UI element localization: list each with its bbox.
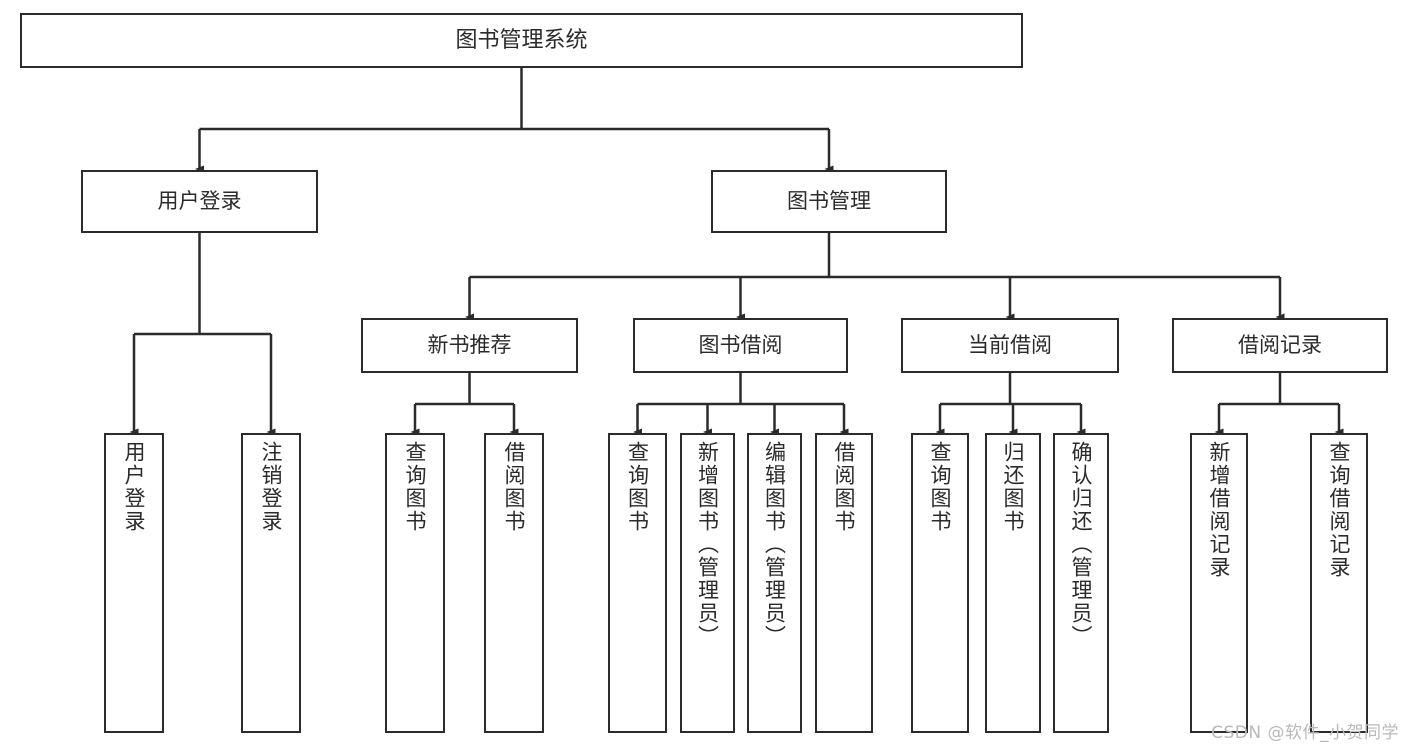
node-l-bw-borrow[interactable]: 借阅图书 bbox=[815, 433, 873, 733]
node-l-cb-confirm[interactable]: 确认归还（管理员） bbox=[1053, 433, 1109, 733]
node-l-user-login[interactable]: 用户登录 bbox=[104, 433, 164, 733]
node-records[interactable]: 借阅记录 bbox=[1172, 318, 1388, 373]
node-label: 查询图书 bbox=[928, 441, 953, 533]
node-root[interactable]: 图书管理系统 bbox=[20, 13, 1023, 68]
node-label: 确认归还（管理员） bbox=[1069, 441, 1094, 648]
node-label: 借阅记录 bbox=[1238, 333, 1322, 358]
node-label: 编辑图书（管理员） bbox=[762, 441, 787, 648]
node-bookmgmt[interactable]: 图书管理 bbox=[711, 170, 947, 233]
node-label: 当前借阅 bbox=[968, 333, 1052, 358]
node-newrec[interactable]: 新书推荐 bbox=[361, 318, 578, 373]
node-label: 新增借阅记录 bbox=[1207, 441, 1232, 579]
edge-group bbox=[129, 68, 1344, 436]
node-l-bw-edit[interactable]: 编辑图书（管理员） bbox=[747, 433, 802, 733]
node-l-cb-query[interactable]: 查询图书 bbox=[911, 433, 969, 733]
node-current[interactable]: 当前借阅 bbox=[901, 318, 1119, 373]
node-label: 借阅图书 bbox=[832, 441, 857, 533]
node-label: 用户登录 bbox=[122, 441, 147, 533]
node-l-rc-add[interactable]: 新增借阅记录 bbox=[1190, 433, 1248, 733]
node-l-rc-query[interactable]: 查询借阅记录 bbox=[1310, 433, 1368, 733]
node-l-user-logout[interactable]: 注销登录 bbox=[241, 433, 301, 733]
node-label: 用户登录 bbox=[157, 189, 242, 214]
node-label: 图书借阅 bbox=[698, 333, 783, 358]
node-label: 查询图书 bbox=[625, 441, 650, 533]
node-label: 图书管理系统 bbox=[455, 27, 588, 53]
node-login[interactable]: 用户登录 bbox=[81, 170, 318, 233]
node-label: 查询借阅记录 bbox=[1327, 441, 1352, 579]
node-label: 查询图书 bbox=[403, 441, 428, 533]
node-label: 新书推荐 bbox=[427, 333, 512, 358]
node-l-bw-add[interactable]: 新增图书（管理员） bbox=[680, 433, 735, 733]
node-l-nr-query[interactable]: 查询图书 bbox=[385, 433, 445, 733]
node-label: 新增图书（管理员） bbox=[695, 441, 720, 648]
node-label: 借阅图书 bbox=[502, 441, 527, 533]
node-l-bw-query[interactable]: 查询图书 bbox=[608, 433, 667, 733]
node-l-cb-return[interactable]: 归还图书 bbox=[985, 433, 1041, 733]
node-label: 注销登录 bbox=[259, 441, 284, 533]
node-borrow[interactable]: 图书借阅 bbox=[633, 318, 848, 373]
node-label: 图书管理 bbox=[787, 189, 871, 214]
node-l-nr-borrow[interactable]: 借阅图书 bbox=[484, 433, 544, 733]
node-label: 归还图书 bbox=[1001, 441, 1026, 533]
